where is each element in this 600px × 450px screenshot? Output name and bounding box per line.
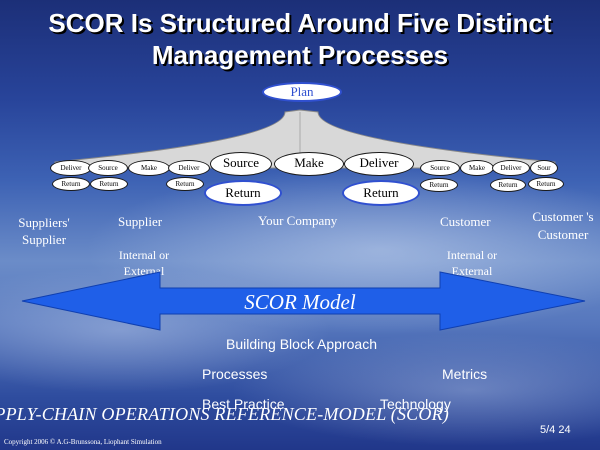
- left-return-oval-1: Return: [52, 177, 90, 191]
- best-practice-label: Best Practice: [202, 396, 285, 412]
- left-source-oval: Source: [88, 160, 128, 176]
- right-return-oval-2: Return: [490, 178, 526, 192]
- right-return-oval-1: Return: [420, 178, 458, 192]
- metrics-label: Metrics: [442, 366, 488, 382]
- right-make-oval: Make: [460, 160, 494, 176]
- scor-model-arrow: [21, 271, 586, 331]
- right-deliver-oval: Deliver: [492, 160, 530, 176]
- center-return-oval-1: Return: [204, 180, 282, 206]
- left-return-oval-2: Return: [90, 177, 128, 191]
- label-internal-external-right: Internal or External: [446, 248, 498, 278]
- plan-oval: Plan: [262, 82, 342, 102]
- technology-label: Technology: [380, 396, 451, 412]
- label-customers-customer: Customer 's Customer: [532, 209, 594, 242]
- label-supplier: Supplier: [118, 214, 163, 229]
- building-block-label: Building Block Approach: [226, 336, 377, 352]
- label-suppliers-supplier: Suppliers' Supplier: [18, 215, 70, 247]
- slide-title-line-2: Management Processes: [151, 40, 449, 70]
- processes-label: Processes: [202, 366, 268, 382]
- label-customer: Customer: [440, 214, 491, 229]
- left-deliver2-oval: Deliver: [168, 160, 210, 176]
- right-source2-oval: Sour: [530, 160, 558, 176]
- center-source-oval: Source: [210, 152, 272, 176]
- right-return-oval-3: Return: [528, 177, 564, 191]
- center-make-oval: Make: [274, 152, 344, 176]
- center-return-oval-2: Return: [342, 180, 420, 206]
- center-deliver-oval: Deliver: [344, 152, 414, 176]
- scor-model-label: SCOR Model: [244, 290, 356, 314]
- footer-title: SUPPLY-CHAIN OPERATIONS REFERENCE-MODEL …: [0, 404, 449, 424]
- label-your-company: Your Company: [258, 213, 338, 228]
- left-deliver-oval: Deliver: [50, 160, 92, 176]
- left-make-oval: Make: [128, 160, 170, 176]
- left-return-oval-3: Return: [166, 177, 204, 191]
- right-source-oval: Source: [420, 160, 460, 176]
- copyright-notice: Copyright 2006 © A.G-Brunssona, Liophant…: [4, 438, 162, 446]
- slide-number: 5/4 24: [540, 424, 571, 436]
- slide-title-line-1: SCOR Is Structured Around Five Distinct: [48, 8, 552, 38]
